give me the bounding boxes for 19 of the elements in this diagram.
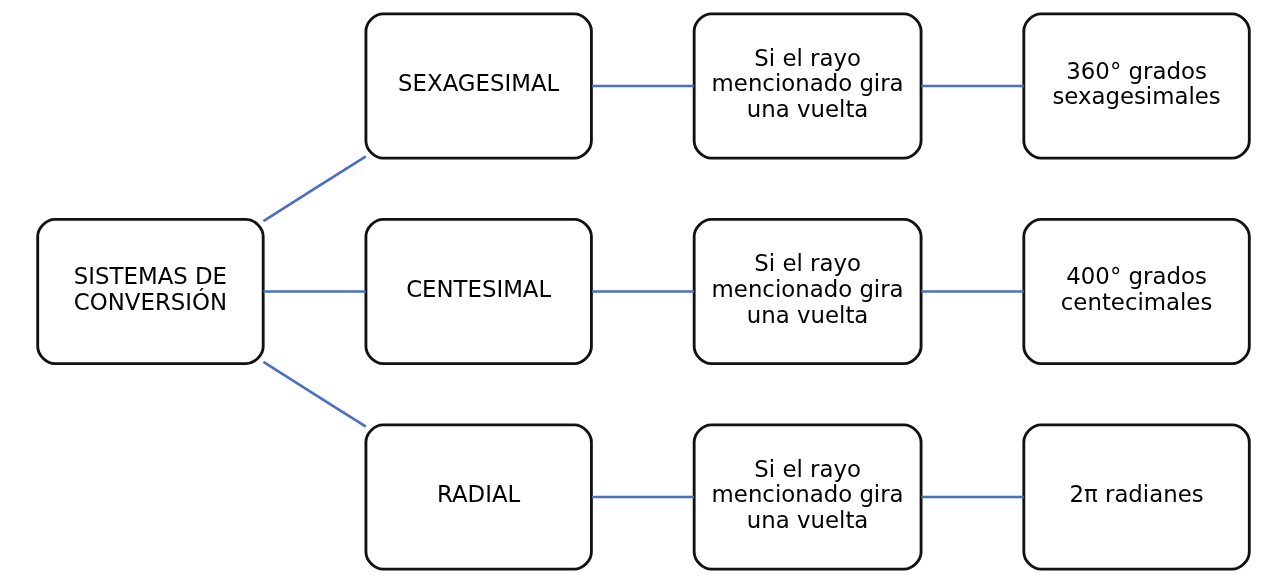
node-box: Si el rayo mencionado gira una vuelta [692,218,923,365]
connector [591,84,694,88]
node-box: 2π radianes [1022,423,1251,571]
connector [591,495,694,499]
node-box: CENTESIMAL [364,218,593,365]
connector [263,290,366,293]
node-box: 400° grados centecimales [1022,218,1251,365]
connector [591,290,694,293]
node-box: SISTEMAS DE CONVERSIÓN [36,218,265,365]
node-box: 360° grados sexagesimales [1022,12,1251,160]
connector [921,290,1024,293]
node-box: Si el rayo mencionado gira una vuelta [692,423,923,571]
node-box: SEXAGESIMAL [364,12,593,160]
connector [921,495,1024,499]
connector [262,360,367,428]
node-box: Si el rayo mencionado gira una vuelta [692,12,923,160]
node-box: RADIAL [364,423,593,571]
connector [921,84,1024,88]
connector [262,155,367,223]
